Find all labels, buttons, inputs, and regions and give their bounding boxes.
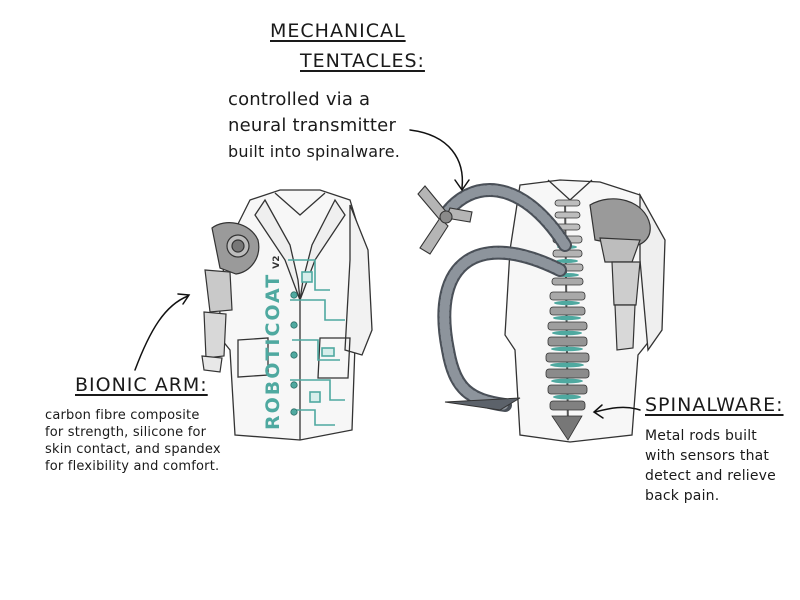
coat-brand-version: V2 bbox=[272, 255, 282, 269]
bionic-arm-title: BIONIC ARM: bbox=[75, 374, 208, 396]
tentacles-desc-line1: controlled via a bbox=[228, 89, 371, 110]
bionic-arm-arrow bbox=[134, 295, 189, 371]
tentacles-desc-line3: built into spinalware. bbox=[228, 142, 401, 161]
tentacles-arrow bbox=[409, 129, 464, 189]
bionic-arm-desc-line2: for strength, silicone for bbox=[45, 425, 207, 440]
spinalware-arrow bbox=[594, 406, 641, 413]
spine-teal-discs bbox=[550, 245, 584, 400]
tentacles-title-line1: MECHANICAL bbox=[270, 20, 406, 42]
spinalware-desc-line3: detect and relieve bbox=[645, 468, 776, 484]
tentacles-title-line2: TENTACLES: bbox=[300, 50, 425, 72]
coat-brand-label: ROBOTICOAT V2 bbox=[262, 256, 284, 430]
tentacle-claw bbox=[417, 185, 473, 255]
bionic-arm-drawing bbox=[201, 222, 260, 373]
coat-buttons bbox=[290, 291, 298, 416]
annotation-arrows bbox=[134, 129, 641, 419]
coat-brand-name: ROBOTICOAT bbox=[262, 272, 284, 430]
spinalware-desc-line1: Metal rods built bbox=[645, 428, 757, 444]
back-bionic-arm bbox=[589, 198, 651, 351]
tentacle-tip bbox=[444, 397, 521, 411]
spinalware-title: SPINALWARE: bbox=[645, 394, 784, 416]
bionic-arm-desc-line1: carbon fibre composite bbox=[45, 408, 200, 423]
tentacles-desc-line2: neural transmitter bbox=[228, 115, 397, 136]
mechanical-tentacles bbox=[437, 183, 572, 412]
bionic-arm-desc-line4: for flexibility and comfort. bbox=[45, 459, 220, 474]
bionic-arm-desc-line3: skin contact, and spandex bbox=[45, 442, 221, 457]
circuit-panel bbox=[288, 259, 345, 426]
spinalware-desc-line2: with sensors that bbox=[645, 448, 770, 464]
spinalware-desc-line4: back pain. bbox=[645, 488, 720, 504]
